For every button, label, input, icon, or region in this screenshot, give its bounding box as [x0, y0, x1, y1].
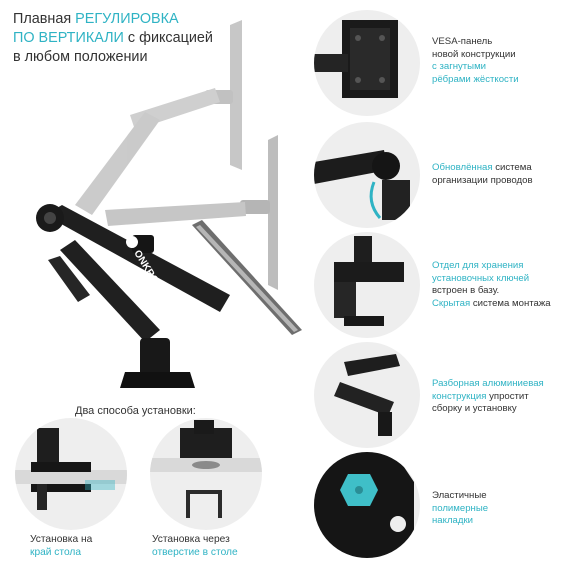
headline-line-3: в любом положении: [13, 49, 148, 65]
headline-accent-2: ПО ВЕРТИКАЛИ: [13, 30, 124, 46]
clamp-caption: Установка на край стола: [30, 534, 93, 558]
vesa-plate-image: [314, 10, 420, 116]
cable-management-image: [314, 122, 420, 228]
headline: Плавная РЕГУЛИРОВКА ПО ВЕРТИКАЛИ с фикса…: [13, 10, 213, 67]
arm-assembly-icon: [334, 354, 400, 436]
feature-key-storage: Отдел для хранения установочных ключей в…: [432, 260, 551, 309]
headline-line-2: ПО ВЕРТИКАЛИ с фиксацией: [13, 30, 213, 46]
clamp-mount-image: [15, 418, 127, 530]
cable-management-icon: [314, 150, 410, 220]
arm-assembly-image: [314, 342, 420, 448]
monitor-arm-illustration: ONKRON: [36, 20, 302, 388]
grommet-caption: Установка через отверстие в столе: [152, 534, 238, 558]
feature-assembly: Разборная алюминиевая конструкция упрост…: [432, 378, 544, 415]
key-storage-image: [314, 232, 420, 338]
installation-title: Два способа установки:: [75, 405, 196, 417]
polymer-pad-image: [314, 452, 420, 558]
desk-grommet-icon: [150, 420, 262, 518]
feature-cables: Обновлённая система организации проводов: [432, 162, 533, 186]
key-storage-icon: [334, 236, 404, 326]
headline-accent-1: РЕГУЛИРОВКА: [75, 11, 179, 27]
headline-line-1: Плавная РЕГУЛИРОВКА: [13, 11, 179, 27]
feature-vesa: VESA-панель новой конструкции с загнутым…: [432, 36, 519, 85]
feature-pads: Эластичные полимерные накладки: [432, 490, 489, 527]
desk-clamp-icon: [15, 428, 127, 510]
polymer-pad-icon: [314, 452, 414, 558]
grommet-mount-image: [150, 418, 262, 530]
vesa-plate-icon: [314, 20, 398, 98]
